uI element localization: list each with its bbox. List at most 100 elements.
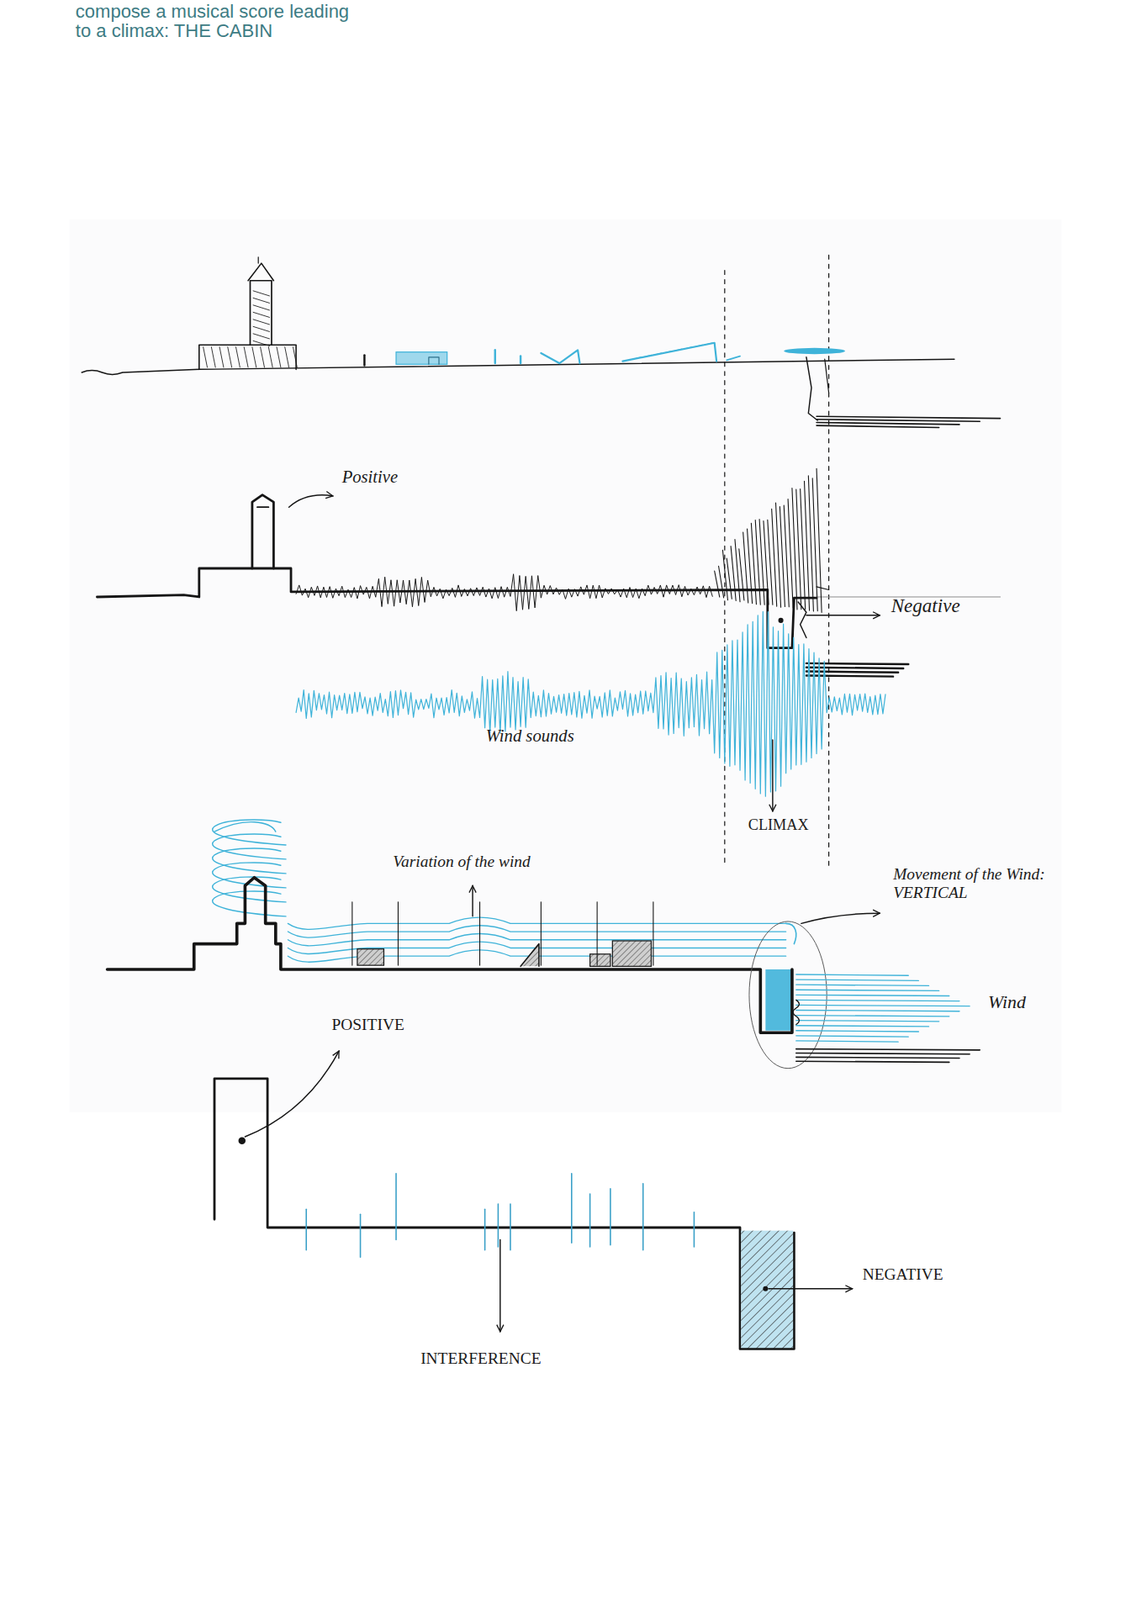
sea-line (796, 1057, 960, 1058)
hatch-stroke (253, 340, 270, 346)
note-label: Negative (891, 595, 961, 617)
sloped-roof (622, 343, 717, 362)
hatch-stroke (227, 347, 233, 368)
wind-line (796, 989, 940, 991)
wind-line (796, 1020, 940, 1022)
callout-label: NEGATIVE (862, 1265, 944, 1284)
marker-post (494, 349, 497, 364)
ground-waveform (295, 574, 713, 612)
note-label: Variation of the wind (392, 852, 530, 871)
interference-tick (351, 902, 353, 966)
wind-line (796, 984, 930, 986)
site-section (107, 877, 793, 1033)
interference-tick (479, 902, 481, 966)
hatch-stroke (253, 290, 270, 296)
wind-waveform (295, 611, 886, 797)
leader-arrow (801, 913, 880, 924)
sea-line (816, 416, 1000, 418)
ground-line (81, 359, 955, 375)
wind-line (796, 1035, 910, 1037)
interference-tick (589, 1194, 592, 1248)
interference-tick (397, 902, 399, 966)
guide-dashed (828, 254, 830, 867)
climax-hatch (750, 523, 756, 604)
interference-tick (642, 1183, 645, 1251)
leader-arrow (289, 495, 333, 508)
wind-spiral (212, 848, 286, 874)
sea-line (806, 663, 909, 665)
interference-tick (693, 1212, 696, 1248)
climax-hatch (783, 505, 789, 608)
score-profile (214, 1078, 794, 1350)
hatch-stroke (260, 347, 265, 368)
lighthouse-base (199, 344, 296, 370)
sea-line (816, 422, 960, 424)
leader-arrow (771, 739, 773, 812)
wind-flow (287, 933, 786, 946)
sea-line (796, 1049, 980, 1051)
wind-flow (287, 925, 786, 938)
climax-hatch (767, 519, 773, 605)
wind-line (796, 1041, 899, 1042)
lighthouse-profile (252, 495, 274, 569)
wind-line (796, 1010, 960, 1012)
hatch-stroke (663, 350, 672, 353)
wind-line (796, 974, 910, 976)
climax-hatch (722, 549, 728, 601)
roof-mark (726, 356, 740, 361)
site-profile (96, 568, 817, 649)
sea-line (796, 1052, 970, 1054)
post (363, 354, 365, 365)
climax-hatch (743, 532, 749, 603)
hatch-stroke (653, 353, 662, 355)
vertical-wind (765, 969, 791, 1031)
interference-tick (540, 902, 542, 966)
hatch-stroke (292, 347, 297, 368)
callout-label: CLIMAX (748, 816, 809, 834)
interference-tick (395, 1173, 397, 1241)
hatch-stroke (633, 357, 642, 360)
leader-arrow (499, 1240, 501, 1332)
cabin-roof (783, 348, 846, 355)
ground-line (816, 586, 830, 591)
interference-tick (305, 1209, 307, 1251)
hatch-stroke (673, 348, 682, 351)
sea-line (806, 671, 899, 673)
sea-line (816, 419, 980, 422)
hatch-stroke (253, 311, 270, 318)
climax-hatch (803, 480, 809, 611)
hatch-stroke (253, 333, 270, 339)
note-label: Wind (988, 992, 1026, 1013)
climax-hatch (730, 546, 736, 602)
leader-arrow (806, 614, 880, 616)
callout-label: INTERFERENCE (420, 1349, 541, 1368)
hatch-stroke (276, 347, 281, 368)
hatch-stroke (683, 347, 693, 349)
climax-hatch (812, 478, 818, 612)
lighthouse-profile (257, 506, 269, 508)
cliff-edge (806, 357, 818, 421)
sea-line (806, 667, 904, 669)
sea-line (796, 1061, 950, 1063)
hatch-stroke (268, 347, 273, 368)
note-label: Wind sounds (486, 726, 575, 746)
climax-hatch (816, 468, 822, 613)
wind-spiral (212, 834, 286, 860)
lighthouse-spire (258, 257, 259, 264)
wind-line (796, 1030, 920, 1032)
interference-tick (609, 1189, 612, 1246)
climax-hatch (747, 528, 753, 604)
lighthouse-tower (249, 280, 271, 345)
interference-tick (570, 1173, 573, 1244)
hatch-stroke (643, 354, 652, 357)
page-title: compose a musical score leading to a cli… (75, 1, 366, 41)
climax-hatch (755, 520, 761, 606)
hatch-stroke (285, 347, 290, 368)
wind-line (796, 994, 950, 996)
callout-label: POSITIVE (332, 1015, 405, 1034)
climax-hatch (739, 549, 745, 601)
lighthouse-lantern (248, 263, 274, 281)
hatch-stroke (243, 347, 249, 368)
note-label: Movement of the Wind: VERTICAL (893, 865, 1072, 902)
marker-post (519, 356, 522, 364)
